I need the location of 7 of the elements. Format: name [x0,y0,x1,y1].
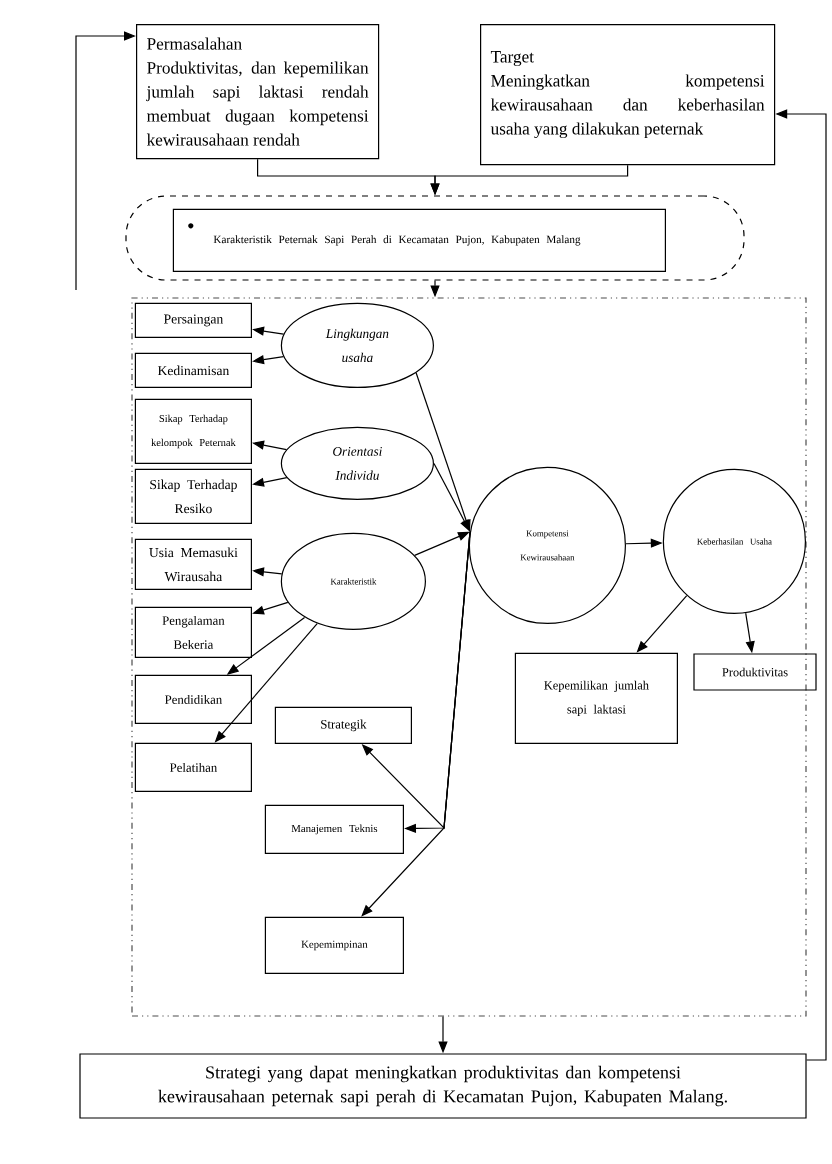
dash-dot-frame [131,297,807,1017]
target-box: Target Meningkatkan kompetensi kewirausahaan dan keberhasilan usaha yang dilakukan peternak [480,24,776,166]
arrow [414,531,470,556]
problem-box: Permasalahan Produktivitas, dan kepemilikan jumlah sapi laktasi rendah membuat dugaan kompetensi kewirausahaan rendah [136,24,380,160]
arrow [636,595,688,653]
strategy-box: Strategi yang dapat meningkatkan produktivitas dan kompetensi kewirausahaan peternak sapi perah di Kecamatan Pujon, Kabupaten Malang. [79,1053,807,1119]
arrow [361,531,471,917]
